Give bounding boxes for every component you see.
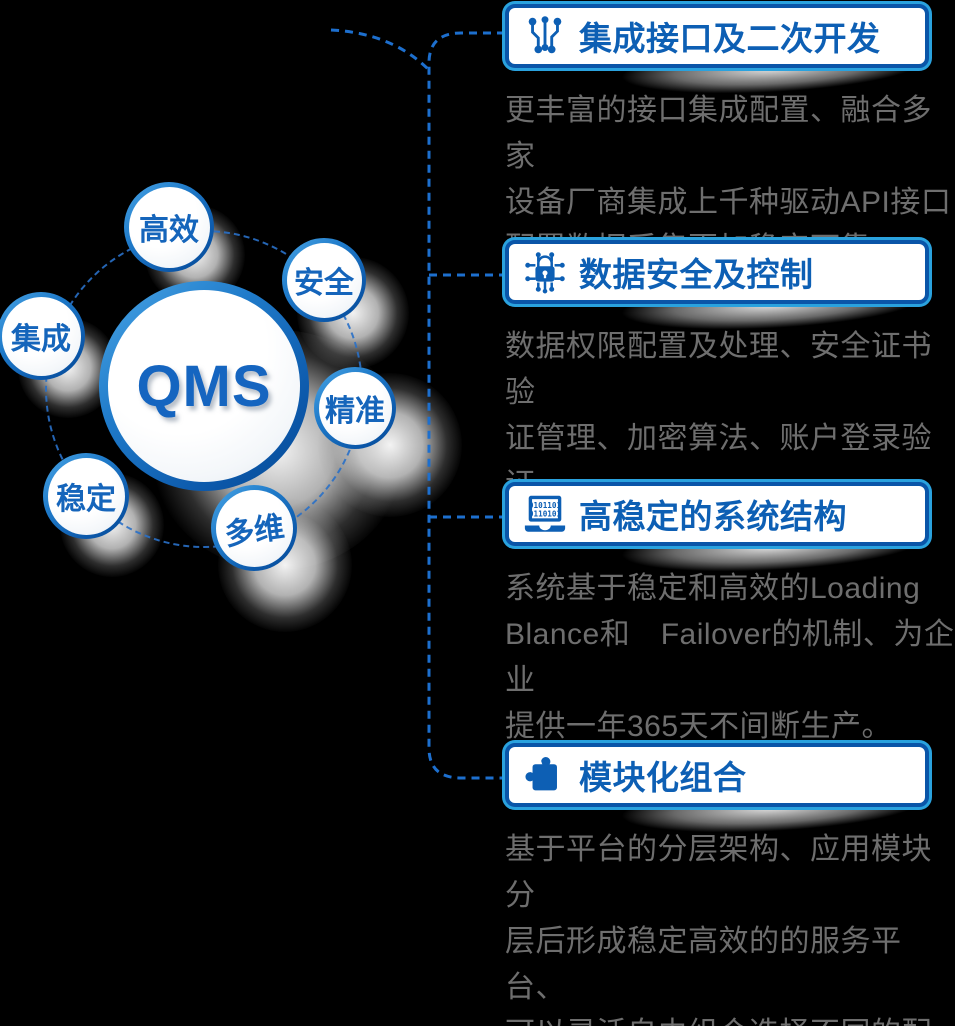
satellite-node-stability: 稳定 <box>43 453 129 539</box>
satellite-node-efficiency: 高效 <box>124 182 214 272</box>
satellite-node-integration: 集成 <box>0 292 85 380</box>
connector-tail <box>330 28 431 72</box>
laptop-binary-icon: 0101101 0110101 <box>522 491 568 537</box>
satellite-label: 高效 <box>139 214 199 247</box>
section-stable-architecture: 0101101 0110101 高稳定的系统结构 系统基于稳定和高效的Loadi… <box>505 482 955 750</box>
section-title: 集成接口及二次开发 <box>579 20 881 57</box>
section-title: 数据安全及控制 <box>579 256 814 293</box>
center-node-label: QMS <box>136 353 272 419</box>
satellite-label: 精准 <box>325 395 385 428</box>
section-header: 数据安全及控制 <box>505 240 929 304</box>
section-modular-combination: 模块化组合 基于平台的分层架构、应用模块分 层后形成稳定高效的的服务平台、 可以… <box>505 743 955 1026</box>
satellite-face: 高效 <box>128 186 210 268</box>
satellite-face: 精准 <box>318 371 392 445</box>
satellite-label: 稳定 <box>56 483 116 516</box>
section-body: 系统基于稳定和高效的Loading Blance和 Failover的机制、为企… <box>505 572 955 743</box>
section-header: 集成接口及二次开发 <box>505 4 929 68</box>
satellite-face: 集成 <box>1 296 81 376</box>
satellite-face: 多维 <box>215 489 293 567</box>
satellite-face: 稳定 <box>47 457 125 535</box>
section-header: 0101101 0110101 高稳定的系统结构 <box>505 482 929 546</box>
section-title: 高稳定的系统结构 <box>579 498 847 535</box>
center-node-face: QMS <box>108 290 300 482</box>
integration-icon <box>522 13 568 59</box>
satellite-node-multidimension: 多维 <box>211 485 297 571</box>
section-body: 基于平台的分层架构、应用模块分 层后形成稳定高效的的服务平台、 可以灵活自由组合… <box>505 833 932 1026</box>
section-integration-api: 集成接口及二次开发 更丰富的接口集成配置、融合多家 设备厂商集成上千种驱动API… <box>505 4 955 272</box>
satellite-node-precision: 精准 <box>314 367 396 449</box>
satellite-label: 安全 <box>294 267 354 300</box>
satellite-node-security: 安全 <box>282 238 366 322</box>
satellite-face: 安全 <box>286 242 362 318</box>
section-title: 模块化组合 <box>579 759 747 796</box>
svg-text:0110101: 0110101 <box>529 509 562 518</box>
satellite-label: 集成 <box>11 323 71 356</box>
satellite-label: 多维 <box>222 510 287 552</box>
center-node-qms: QMS <box>99 281 309 491</box>
section-header: 模块化组合 <box>505 743 929 807</box>
data-security-icon <box>522 249 568 295</box>
puzzle-icon <box>522 752 568 798</box>
svg-text:0101101: 0101101 <box>529 501 562 510</box>
